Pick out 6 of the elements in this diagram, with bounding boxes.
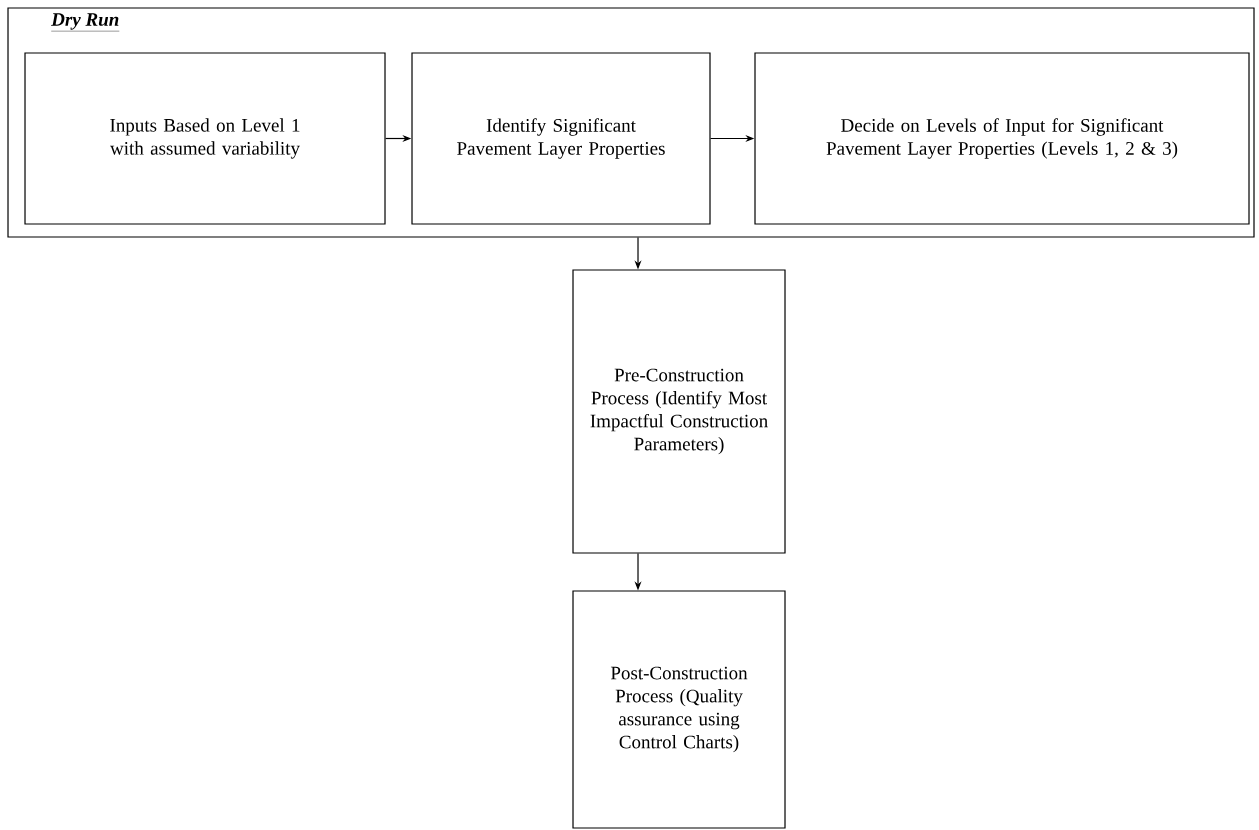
process-box: Pre-Construction Process (Identify Most Impactful Construction Parameters) bbox=[572, 269, 786, 554]
section-heading: Dry Run bbox=[51, 13, 120, 32]
process-box: Decide on Levels of Input for Significant Pavement Layer Properties (Levels 1, 2 & 3) bbox=[754, 52, 1250, 225]
process-box: Identify Significant Pavement Layer Properties bbox=[411, 52, 711, 225]
process-box: Post-Construction Process (Quality assurance using Control Charts) bbox=[572, 590, 786, 829]
process-box: Inputs Based on Level 1 with assumed variability bbox=[24, 52, 386, 225]
